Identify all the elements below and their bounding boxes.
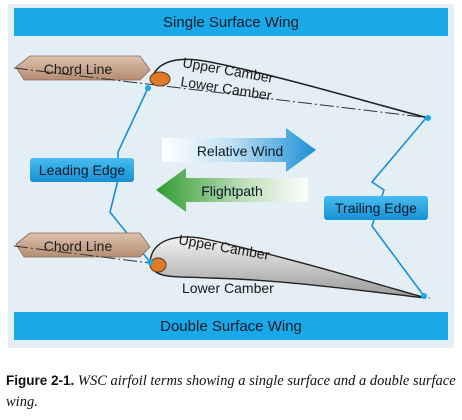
flightpath-arrow: Flightpath: [156, 168, 308, 212]
chord-line-label-top: Chord Line: [44, 61, 113, 77]
svg-text:Relative Wind: Relative Wind: [197, 143, 283, 159]
chord-line-tag-top: [15, 55, 151, 81]
svg-text:Single Surface Wing: Single Surface Wing: [163, 14, 299, 31]
svg-text:Flightpath: Flightpath: [201, 183, 262, 199]
leading-edge-point-bottom: [147, 259, 153, 265]
figure-number: Figure 2-1.: [6, 373, 75, 388]
leading-edge-tube-top: [149, 71, 171, 87]
airfoil-diagram: Single Surface Wing Double Surface Wing …: [8, 4, 454, 348]
trailing-edge-point-top: [425, 115, 431, 121]
leading-edge-label: Leading Edge: [30, 158, 134, 182]
double-surface-banner: Double Surface Wing: [14, 312, 448, 340]
relative-wind-arrow: Relative Wind: [162, 128, 316, 172]
chord-line-label-bottom: Chord Line: [44, 238, 113, 254]
trailing-edge-label: Trailing Edge: [324, 196, 428, 220]
chord-line-tag-bottom: [15, 232, 151, 258]
upper-camber-curve-top: [151, 58, 429, 119]
figure-caption-text: WSC airfoil terms showing a single surfa…: [6, 373, 456, 410]
svg-text:Leading Edge: Leading Edge: [39, 162, 126, 178]
figure-caption: Figure 2-1. WSC airfoil terms showing a …: [6, 370, 456, 413]
trailing-edge-leader-line: [370, 117, 427, 297]
svg-text:Trailing Edge: Trailing Edge: [335, 200, 417, 216]
leading-edge-tube-bottom: [149, 257, 167, 273]
trailing-edge-point-bottom: [421, 293, 427, 299]
single-surface-banner: Single Surface Wing: [14, 8, 448, 36]
double-surface-airfoil: Chord Line Upper Camber Lower Camber: [13, 231, 431, 299]
leading-edge-point-top: [145, 85, 151, 91]
svg-text:Double Surface Wing: Double Surface Wing: [160, 318, 302, 335]
lower-camber-label-bottom: Lower Camber: [182, 280, 274, 296]
chord-line-top: [13, 67, 431, 119]
